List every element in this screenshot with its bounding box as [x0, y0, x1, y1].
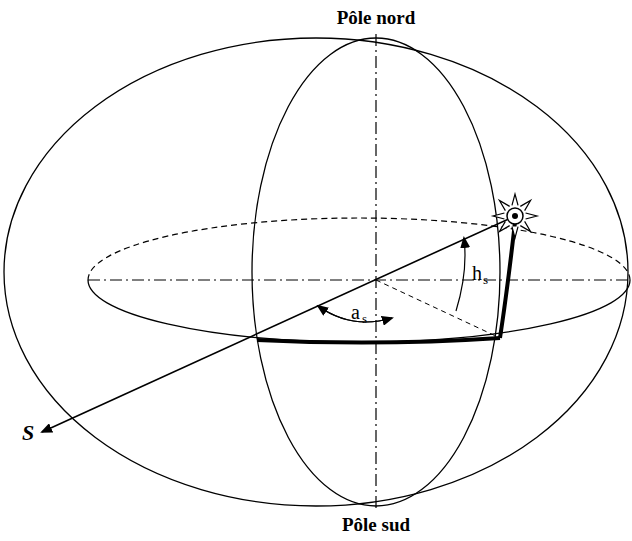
sun-ray [512, 194, 518, 205]
south-axis [42, 216, 515, 432]
polar-axis [375, 34, 376, 512]
pole-label: Pôle sud [339, 515, 413, 534]
azimuth-arc [257, 338, 500, 343]
sun-ray [520, 200, 530, 210]
angle-subscript: s [483, 273, 488, 286]
horizon-back [88, 218, 630, 280]
sun-ray [512, 227, 518, 238]
sun-ray [499, 221, 509, 231]
sun-symbol [493, 194, 537, 238]
sun-ray [520, 221, 530, 231]
sun-projection [376, 280, 500, 338]
altitude-angle [456, 238, 465, 311]
sun-ray [526, 213, 537, 219]
sun-ray [493, 213, 504, 219]
horizontal-axis [88, 280, 630, 281]
angle-label: a [351, 302, 360, 322]
altitude-arc [500, 222, 515, 338]
pole-label: Pôle nord [334, 8, 419, 27]
horizon-front [88, 280, 630, 342]
axis-label: S [22, 422, 34, 444]
sun-ray [499, 200, 509, 210]
angle-label: h [472, 263, 482, 283]
angle-subscript: s [362, 312, 367, 325]
sphere-outline [4, 38, 628, 506]
